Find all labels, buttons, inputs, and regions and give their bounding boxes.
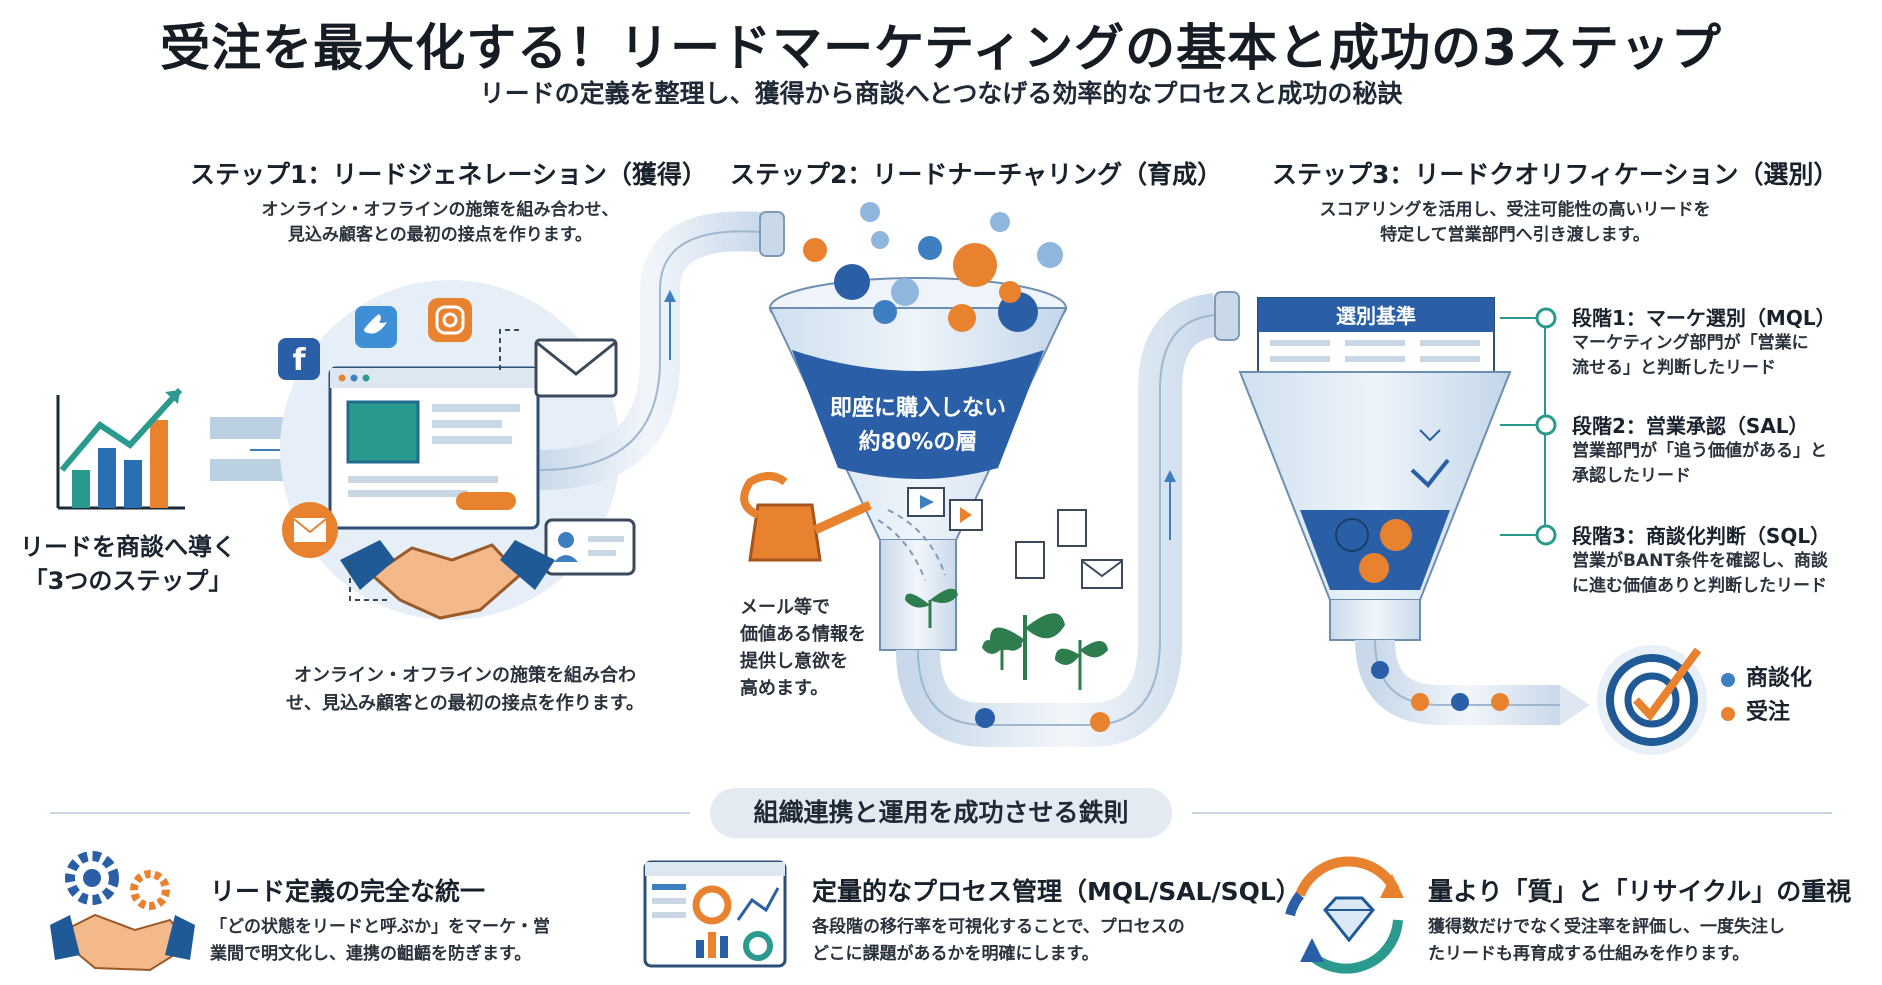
stage-mql: 段階1：マーケ選別（MQL） マーケティング部門が「営業に 流せる」と判断したリ… (1572, 306, 1836, 378)
dashboard-icon (643, 860, 787, 968)
browser-window-icon (328, 366, 540, 530)
step1-heading: ステップ1：リードジェネレーション（獲得） (190, 160, 707, 189)
handshake-icon (340, 540, 555, 620)
rule-definition: リード定義の完全な統一 「どの状態をリードと呼ぶか」をマーケ・営 業間で明文化し… (210, 877, 550, 964)
step1-description: オンライン・オフラインの施策を組み合わせ、見込み顧客との最初の接点を作ります。 (261, 200, 619, 245)
page-subtitle: リードの定義を整理し、獲得から商談へとつなげる効率的なプロセスと成功の秘訣 (479, 79, 1403, 108)
target-icon (1597, 645, 1707, 755)
rule-process-management: 定量的なプロセス管理（MQL/SAL/SQL） 各段階の移行率を可視化することで… (812, 877, 1301, 964)
step3-description: スコアリングを活用し、受注可能性の高いリードを特定して営業部門へ引き渡します。 (1319, 200, 1711, 245)
stage-sal: 段階2：営業承認（SAL） 営業部門が「追う価値がある」と 承認したリード (1572, 414, 1827, 486)
mail-icon (534, 338, 618, 398)
funnel-label: 即座に購入しない約80%の層 (829, 396, 1006, 455)
side-label: リードを商談へ導く 「3つのステップ」 (20, 533, 236, 595)
outcome-deal: 商談化 (1746, 666, 1813, 691)
stage-sql: 段階3：商談化判断（SQL） 営業がBANT条件を確認し、商談 に進む価値ありと… (1572, 524, 1831, 596)
rules-pill: 組織連携と運用を成功させる鉄則 (710, 788, 1172, 838)
instagram-icon (428, 298, 472, 342)
page-title: 受注を最大化する！リードマーケティングの基本と成功の3ステップ (160, 19, 1722, 77)
svg-text:f: f (292, 343, 306, 378)
nurturing-note: メール等で価値ある情報を提供し意欲を高めます。 (740, 597, 866, 699)
twitter-icon (355, 306, 397, 348)
contact-card-icon (544, 518, 636, 576)
mail-badge-icon (282, 502, 338, 558)
facebook-icon: f (278, 338, 320, 380)
qualification-funnel (1238, 297, 1512, 641)
recycle-diamond-icon (1285, 856, 1404, 974)
criteria-table-title: 選別基準 (1336, 304, 1416, 328)
sprout-icon (905, 588, 1108, 690)
gears-handshake-icon (50, 851, 195, 972)
nurturing-funnel (768, 277, 1068, 651)
step1-description-bottom: オンライン・オフラインの施策を組み合わせ、見込み顧客との最初の接点を作ります。 (285, 665, 645, 714)
outcome-order: 受注 (1746, 700, 1791, 725)
rule-quality-recycle: 量より「質」と「リサイクル」の重視 獲得数だけでなく受注率を評価し、一度失注し … (1428, 877, 1852, 964)
watering-can-icon (740, 472, 872, 562)
step2-heading: ステップ2：リードナーチャリング（育成） (730, 160, 1223, 189)
divider-left (50, 812, 690, 814)
divider-right (1192, 812, 1832, 814)
step3-heading: ステップ3：リードクオリフィケーション（選別） (1272, 160, 1839, 189)
growth-chart-icon (56, 387, 185, 510)
lead-bubbles (803, 202, 1063, 332)
